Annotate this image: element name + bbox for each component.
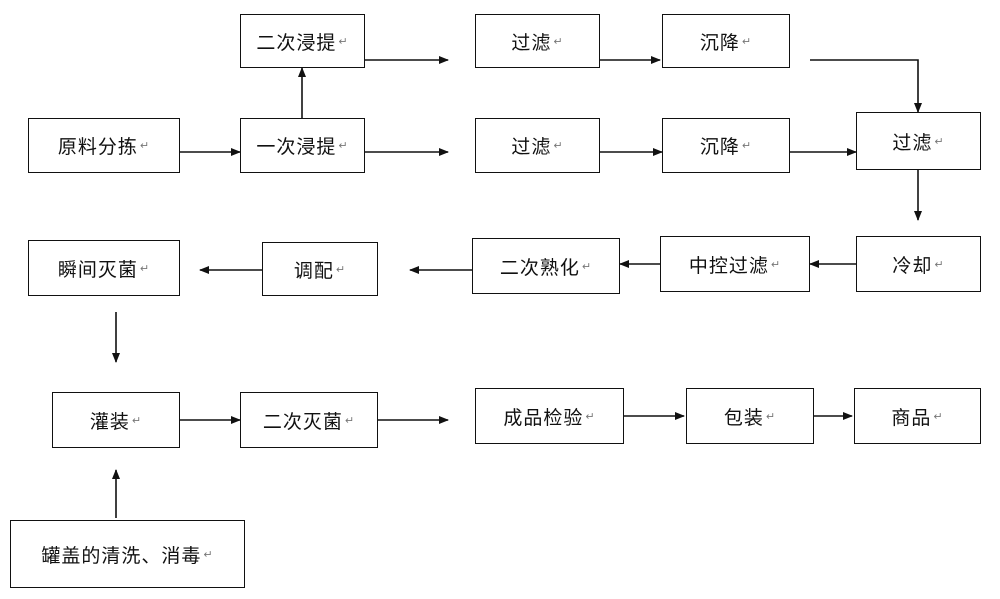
step-zhongkong-guolv: 中控过滤↵ [660, 236, 810, 292]
paragraph-mark: ↵ [770, 257, 782, 271]
paragraph-mark: ↵ [585, 409, 596, 423]
step-chenjiang-1: 沉降↵ [662, 14, 790, 68]
paragraph-mark: ↵ [203, 547, 214, 561]
step-guolv-1: 过滤↵ [475, 14, 600, 68]
paragraph-mark: ↵ [553, 34, 564, 48]
step-guanzhuang: 灌装↵ [52, 392, 180, 448]
step-label: 冷却 [892, 254, 933, 277]
step-guolv-3: 过滤↵ [856, 112, 981, 170]
paragraph-mark: ↵ [344, 413, 356, 427]
step-chenjiang-2: 沉降↵ [662, 118, 790, 173]
step-guolv-2: 过滤↵ [475, 118, 600, 173]
step-label: 二次浸提 [256, 31, 337, 54]
step-chengpin-jianyan: 成品检验↵ [475, 388, 624, 444]
paragraph-mark: ↵ [338, 34, 349, 48]
step-label: 二次灭菌 [262, 410, 343, 433]
step-label: 原料分拣 [57, 136, 138, 158]
paragraph-mark: ↵ [335, 262, 347, 276]
step-baozhuang: 包装↵ [686, 388, 814, 444]
step-label: 灌装 [89, 410, 130, 433]
step-label: 罐盖的清洗、消毒 [41, 544, 202, 567]
paragraph-mark: ↵ [765, 409, 777, 423]
step-label: 过滤 [511, 31, 552, 54]
paragraph-mark: ↵ [741, 34, 753, 48]
step-label: 二次熟化 [499, 256, 580, 279]
paragraph-mark: ↵ [553, 139, 564, 152]
step-shangpin: 商品↵ [854, 388, 981, 444]
step-erci-miejun: 二次灭菌↵ [240, 392, 378, 448]
step-yici-jinti: 一次浸提↵ [240, 118, 365, 173]
step-label: 商品 [891, 406, 932, 429]
step-yuanliao-fenjian: 原料分拣↵ [28, 118, 180, 173]
step-label: 过滤 [511, 136, 552, 158]
arrow-chenjiang1-to-guolv3 [810, 59, 922, 113]
paragraph-mark: ↵ [934, 257, 945, 271]
paragraph-mark: ↵ [933, 409, 944, 423]
paragraph-mark: ↵ [741, 139, 753, 152]
step-label: 中控过滤 [688, 254, 769, 277]
step-label: 沉降 [699, 136, 740, 158]
step-label: 一次浸提 [256, 136, 337, 158]
step-label: 过滤 [892, 131, 933, 154]
step-guangai-qingxi-xiaodu: 罐盖的清洗、消毒↵ [10, 520, 245, 588]
step-label: 瞬间灭菌 [57, 258, 138, 281]
paragraph-mark: ↵ [131, 413, 143, 427]
step-lengque: 冷却↵ [856, 236, 981, 292]
step-label: 沉降 [699, 31, 740, 54]
step-erci-shuhua: 二次熟化↵ [472, 238, 620, 294]
paragraph-mark: ↵ [581, 259, 593, 273]
paragraph-mark: ↵ [139, 261, 151, 275]
step-erci-jinti: 二次浸提↵ [240, 14, 365, 68]
step-label: 包装 [723, 406, 764, 429]
paragraph-mark: ↵ [934, 134, 945, 148]
paragraph-mark: ↵ [139, 139, 151, 152]
step-shunjian-miejun: 瞬间灭菌↵ [28, 240, 180, 296]
paragraph-mark: ↵ [338, 139, 349, 152]
step-label: 成品检验 [503, 406, 584, 429]
step-tiaopei: 调配↵ [262, 242, 378, 296]
step-label: 调配 [293, 259, 334, 282]
